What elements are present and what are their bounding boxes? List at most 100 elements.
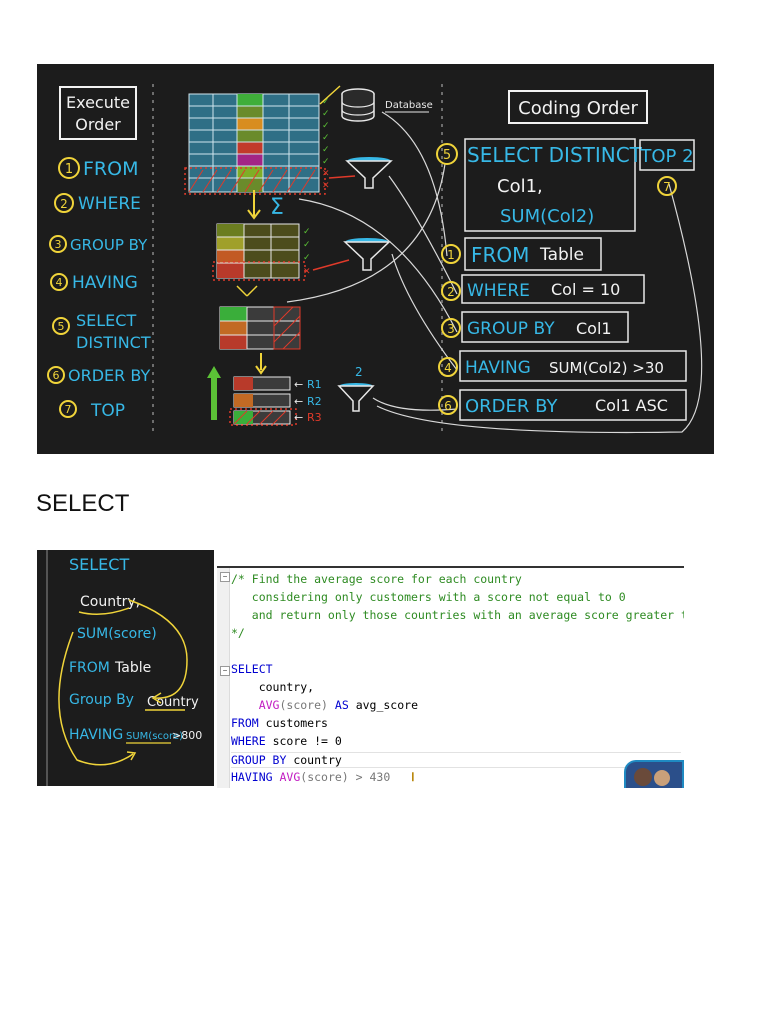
- note-select: SELECT: [69, 555, 129, 574]
- svg-text:←: ←: [294, 395, 303, 408]
- svg-text:✓: ✓: [303, 227, 311, 237]
- having-clause-box: [459, 350, 687, 382]
- svg-text:✓: ✓: [303, 240, 311, 250]
- select-table: [219, 306, 301, 350]
- row-label-r1: R1: [307, 378, 322, 391]
- execute-step-select: SELECT: [76, 311, 136, 330]
- having-value: SUM(Col2) >30: [549, 359, 664, 377]
- code-select-keyword: SELECT: [231, 662, 273, 676]
- note-group-by: Group By: [69, 692, 134, 708]
- execute-step-from: FROM: [83, 158, 138, 180]
- code-avg-arg: (score): [279, 698, 328, 712]
- svg-text:✓: ✓: [322, 121, 330, 131]
- text-cursor-icon: Ⅰ: [411, 770, 415, 784]
- section-heading: SELECT: [36, 490, 130, 517]
- top-count: 2: [355, 365, 363, 379]
- svg-text:3: 3: [55, 238, 62, 251]
- svg-text:5: 5: [58, 320, 65, 333]
- note-having-expr: SUM(score): [126, 731, 183, 742]
- svg-text:✓: ✓: [303, 253, 311, 263]
- svg-text:✓: ✓: [322, 145, 330, 155]
- code-where-cond: score != 0: [272, 734, 342, 748]
- code-avg-line: AVG(score) AS avg_score: [231, 698, 418, 712]
- having-keyword: HAVING: [465, 358, 531, 378]
- select-step-number: 5: [443, 148, 451, 163]
- collapse-comment-icon[interactable]: −: [220, 572, 230, 582]
- database-icon: [341, 88, 375, 122]
- col1-text: Col1,: [497, 176, 543, 197]
- note-having: HAVING: [69, 727, 123, 743]
- group-keyword: GROUP BY: [467, 319, 555, 339]
- note-table: Table: [114, 660, 151, 676]
- code-from-table: customers: [265, 716, 328, 730]
- svg-text:✓: ✓: [322, 133, 330, 143]
- svg-text:7: 7: [65, 403, 72, 416]
- svg-text:←: ←: [294, 378, 303, 391]
- having-step-number: 4: [444, 361, 452, 375]
- note-from: FROM: [69, 660, 110, 676]
- svg-text:4: 4: [56, 276, 63, 289]
- order-clause-box: [459, 389, 687, 421]
- execute-steps: 1 FROM 2 WHERE 3 GROUP BY 4 HAVING 5 SEL…: [47, 157, 151, 421]
- sorted-rows: [229, 376, 297, 426]
- top-text: TOP 2: [639, 146, 693, 167]
- svg-text:←: ←: [294, 411, 303, 424]
- group-step-number: 3: [447, 322, 455, 336]
- svg-text:✕: ✕: [322, 181, 330, 191]
- svg-text:✓: ✓: [322, 97, 330, 107]
- select-distinct-text: SELECT DISTINCT: [467, 143, 643, 167]
- filter-funnel-icon: [345, 157, 393, 189]
- svg-text:✕: ✕: [322, 169, 330, 179]
- top-funnel-icon: [337, 383, 375, 412]
- from-keyword: FROM: [471, 243, 529, 267]
- group-value: Col1: [576, 319, 612, 338]
- sum-col2-text: SUM(Col2): [500, 206, 594, 227]
- order-value: Col1 ASC: [595, 396, 668, 415]
- avatar: [624, 760, 684, 788]
- having-funnel-icon: [343, 238, 391, 271]
- execute-step-distinct: DISTINCT: [76, 333, 151, 352]
- row-label-r2: R2: [307, 395, 322, 408]
- note-having-value: >800: [172, 729, 202, 742]
- collapse-select-icon[interactable]: −: [220, 666, 230, 676]
- code-group-col: country: [293, 753, 342, 767]
- execute-step-where: WHERE: [78, 194, 141, 214]
- svg-text:✓: ✓: [322, 157, 330, 167]
- grouped-table: ✓ ✓ ✓ ✕: [212, 223, 311, 281]
- flow-loop-arrow: [58, 631, 134, 766]
- code-comment-line-2: considering only customers with a score …: [231, 590, 626, 604]
- database-label: Database: [385, 100, 433, 111]
- select-clause-box: [464, 138, 636, 232]
- svg-text:1: 1: [65, 162, 73, 177]
- svg-text:✕: ✕: [303, 267, 311, 277]
- where-step-number: 2: [447, 285, 455, 299]
- row-label-r3: R3: [307, 411, 322, 424]
- execute-title-box: [59, 86, 137, 140]
- execute-step-group-by: GROUP BY: [70, 236, 148, 254]
- execute-step-having: HAVING: [72, 273, 138, 293]
- code-as-keyword: AS: [334, 698, 349, 712]
- code-comment-line-3: and return only those countries with an …: [251, 608, 684, 622]
- connector-arrows: [286, 111, 703, 434]
- sum-symbol: Σ: [270, 195, 284, 220]
- from-step-number: 1: [447, 248, 455, 262]
- code-where-line: WHERE score != 0: [231, 734, 342, 748]
- from-clause-box: [464, 237, 602, 271]
- code-having-cond: (score) > 430: [300, 770, 391, 784]
- sql-editor[interactable]: − − /* Find the average score for each c…: [217, 566, 684, 788]
- code-avg-fn: AVG: [258, 698, 280, 712]
- execute-step-top: TOP: [90, 401, 125, 421]
- code-comment-line-1: /* Find the average score for each count…: [231, 572, 522, 586]
- code-comment-line-4: */: [231, 626, 245, 640]
- code-having-line: HAVING AVG(score) > 430 Ⅰ: [231, 770, 414, 784]
- code-country-line: country,: [231, 680, 315, 694]
- code-from-line: FROM customers: [231, 716, 328, 730]
- where-value: Col = 10: [551, 280, 620, 299]
- execute-title-line1: Execute: [66, 93, 130, 112]
- code-group-keyword: GROUP BY: [231, 753, 287, 767]
- from-value: Table: [539, 245, 584, 265]
- svg-text:6: 6: [53, 369, 60, 382]
- top-box: [639, 139, 695, 171]
- editor-gutter: [217, 568, 230, 788]
- top-step-number: 7: [663, 180, 671, 194]
